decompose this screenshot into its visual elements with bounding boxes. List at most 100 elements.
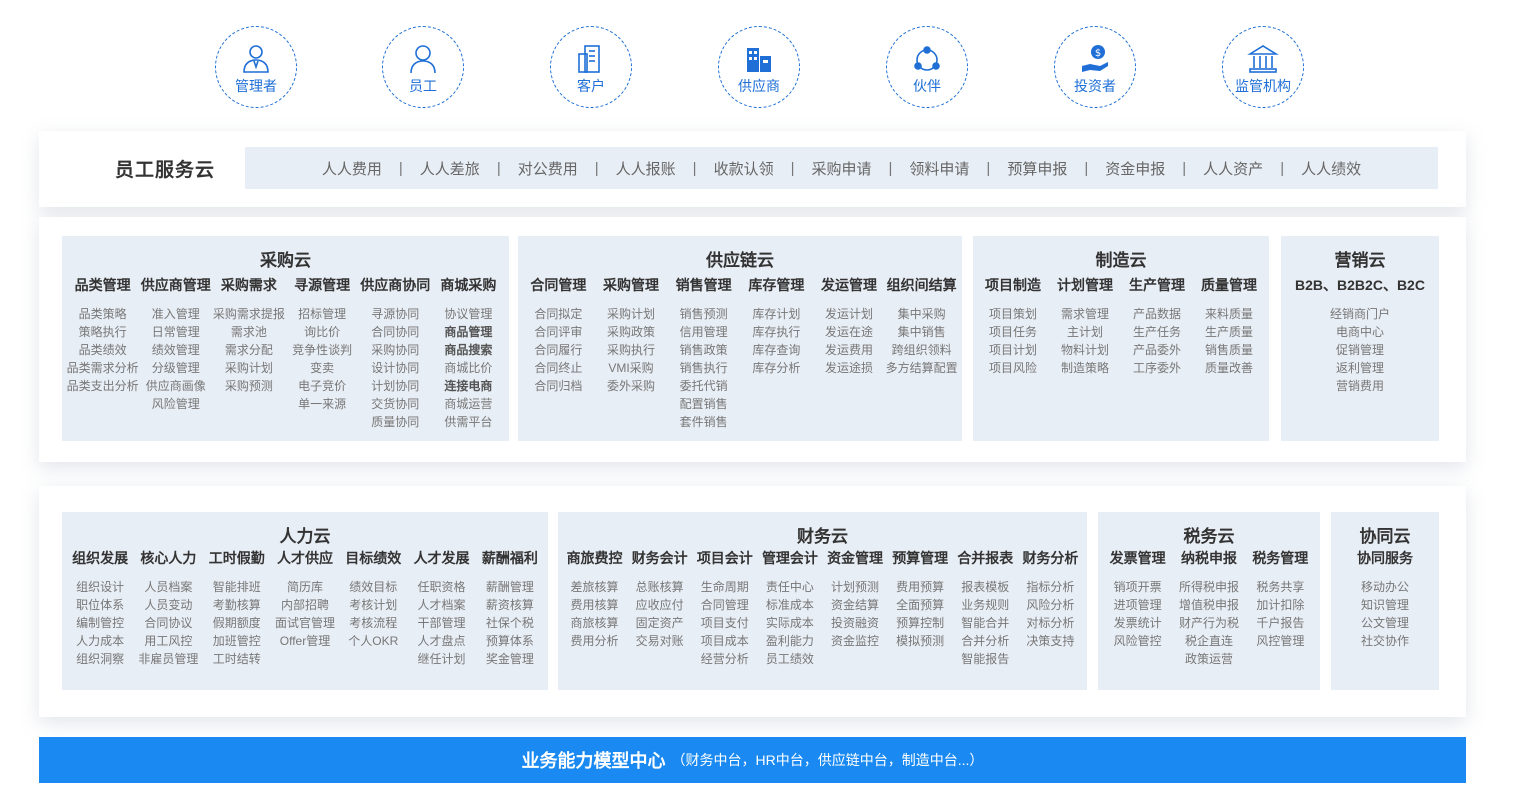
- capability-item[interactable]: 考勤核算: [212, 598, 261, 612]
- column-heading[interactable]: 生产管理: [1129, 277, 1185, 293]
- capability-item[interactable]: 对标分析: [1026, 616, 1075, 630]
- capability-item[interactable]: 需求管理: [1060, 307, 1109, 321]
- capability-item[interactable]: 工序委外: [1132, 361, 1181, 375]
- service-item[interactable]: 资金申报: [1105, 160, 1166, 178]
- capability-item[interactable]: 交易对账: [635, 634, 684, 648]
- capability-item[interactable]: 项目风险: [988, 361, 1037, 375]
- capability-item[interactable]: 库存计划: [752, 307, 801, 321]
- capability-item[interactable]: 资金监控: [831, 634, 880, 648]
- column-heading[interactable]: 采购管理: [602, 277, 659, 293]
- capability-item[interactable]: 集中销售: [897, 325, 946, 339]
- capability-item[interactable]: 发运在途: [824, 325, 873, 339]
- capability-item[interactable]: 物料计划: [1060, 343, 1109, 357]
- column-heading[interactable]: 组织发展: [72, 550, 129, 566]
- capability-item[interactable]: 发票统计: [1113, 616, 1162, 630]
- capability-item[interactable]: 连接电商: [444, 379, 493, 393]
- capability-item[interactable]: 风险管控: [1113, 634, 1162, 648]
- capability-item[interactable]: 责任中心: [765, 580, 814, 594]
- capability-item[interactable]: 智能排班: [212, 580, 261, 594]
- capability-item[interactable]: 分级管理: [151, 361, 200, 375]
- capability-item[interactable]: 全面预算: [896, 598, 945, 612]
- capability-item[interactable]: 询比价: [304, 325, 341, 339]
- capability-item[interactable]: 品类支出分析: [66, 379, 139, 393]
- capability-item[interactable]: 考核计划: [349, 598, 398, 612]
- capability-item[interactable]: 商品管理: [444, 325, 493, 339]
- capability-item[interactable]: 竞争性谈判: [292, 343, 353, 357]
- capability-item[interactable]: 委外采购: [606, 379, 655, 393]
- column-heading[interactable]: 采购需求: [220, 277, 277, 293]
- service-item[interactable]: 对公费用: [517, 160, 578, 178]
- capability-item[interactable]: 经销商门户: [1329, 307, 1390, 321]
- capability-item[interactable]: 销售质量: [1204, 343, 1253, 357]
- capability-item[interactable]: 盈利能力: [765, 634, 814, 648]
- capability-item[interactable]: 风险分析: [1026, 598, 1075, 612]
- capability-item[interactable]: 人才档案: [417, 598, 466, 612]
- capability-item[interactable]: 配置销售: [679, 397, 728, 411]
- capability-item[interactable]: 多方结算配置: [885, 361, 958, 375]
- capability-item[interactable]: 质量协同: [371, 415, 420, 429]
- capability-item[interactable]: 变卖: [310, 361, 335, 375]
- capability-item[interactable]: 财产行为税: [1178, 616, 1239, 630]
- capability-item[interactable]: 智能合并: [961, 616, 1010, 630]
- capability-item[interactable]: 信用管理: [679, 325, 728, 339]
- capability-item[interactable]: 模拟预测: [896, 634, 945, 648]
- capability-item[interactable]: 薪酬管理: [485, 580, 534, 594]
- capability-item[interactable]: 薪资核算: [485, 598, 534, 612]
- capability-item[interactable]: 需求分配: [224, 343, 273, 357]
- capability-item[interactable]: 实际成本: [765, 616, 814, 630]
- capability-item[interactable]: 单一来源: [298, 397, 347, 411]
- service-item[interactable]: 人人报账: [615, 160, 676, 178]
- service-item[interactable]: 收款认领: [713, 160, 774, 178]
- capability-item[interactable]: 税务共享: [1256, 580, 1305, 594]
- capability-item[interactable]: 合同归档: [534, 379, 583, 393]
- capability-item[interactable]: 库存执行: [752, 325, 801, 339]
- column-heading[interactable]: 品类管理: [74, 277, 131, 293]
- capability-item[interactable]: 增值税申报: [1178, 598, 1239, 612]
- capability-item[interactable]: 组织设计: [76, 580, 125, 594]
- capability-item[interactable]: Offer管理: [279, 634, 331, 648]
- capability-item[interactable]: 日常管理: [151, 325, 200, 339]
- capability-item[interactable]: 采购需求提报: [212, 307, 285, 321]
- column-heading[interactable]: 供应商协同: [360, 277, 431, 293]
- capability-item[interactable]: 主计划: [1066, 325, 1103, 339]
- capability-item[interactable]: 销项开票: [1113, 580, 1162, 594]
- capability-item[interactable]: 工时结转: [212, 652, 261, 666]
- capability-item[interactable]: 合同履行: [534, 343, 583, 357]
- capability-item[interactable]: 销售政策: [679, 343, 728, 357]
- capability-item[interactable]: 品类需求分析: [66, 361, 139, 375]
- capability-item[interactable]: 公文管理: [1360, 616, 1409, 630]
- capability-item[interactable]: 政策运营: [1184, 652, 1233, 666]
- capability-item[interactable]: 生产质量: [1204, 325, 1253, 339]
- capability-item[interactable]: 用工风控: [144, 634, 193, 648]
- capability-item[interactable]: 电商中心: [1335, 325, 1384, 339]
- service-item[interactable]: 预算申报: [1007, 160, 1068, 178]
- capability-item[interactable]: 计划协同: [371, 379, 420, 393]
- capability-item[interactable]: 风险管理: [151, 397, 200, 411]
- capability-item[interactable]: 经营分析: [700, 652, 749, 666]
- capability-item[interactable]: 业务规则: [961, 598, 1010, 612]
- capability-item[interactable]: 生命周期: [700, 580, 749, 594]
- capability-item[interactable]: 合同拟定: [534, 307, 583, 321]
- capability-item[interactable]: 加计扣除: [1256, 598, 1305, 612]
- column-heading[interactable]: 发票管理: [1109, 550, 1166, 566]
- capability-item[interactable]: 内部招聘: [280, 598, 329, 612]
- capability-item[interactable]: 合同终止: [534, 361, 583, 375]
- capability-item[interactable]: 差旅核算: [570, 580, 619, 594]
- capability-item[interactable]: 策略执行: [78, 325, 127, 339]
- capability-item[interactable]: 面试官管理: [274, 616, 335, 630]
- capability-item[interactable]: 协议管理: [444, 307, 493, 321]
- capability-item[interactable]: 招标管理: [298, 307, 347, 321]
- capability-item[interactable]: 人员档案: [144, 580, 193, 594]
- capability-item[interactable]: 跨组织领料: [891, 343, 952, 357]
- capability-item[interactable]: 交货协同: [371, 397, 420, 411]
- capability-item[interactable]: 所得税申报: [1178, 580, 1239, 594]
- capability-item[interactable]: 采购预测: [224, 379, 273, 393]
- capability-item[interactable]: 职位体系: [76, 598, 125, 612]
- column-heading[interactable]: B2B、B2B2C、B2C: [1295, 277, 1425, 293]
- column-heading[interactable]: 项目会计: [696, 550, 753, 566]
- capability-item[interactable]: 个人OKR: [348, 634, 399, 648]
- column-heading[interactable]: 销售管理: [675, 277, 732, 293]
- capability-item[interactable]: 合同协议: [144, 616, 193, 630]
- capability-item[interactable]: 计划预测: [831, 580, 880, 594]
- capability-item[interactable]: 人员变动: [144, 598, 193, 612]
